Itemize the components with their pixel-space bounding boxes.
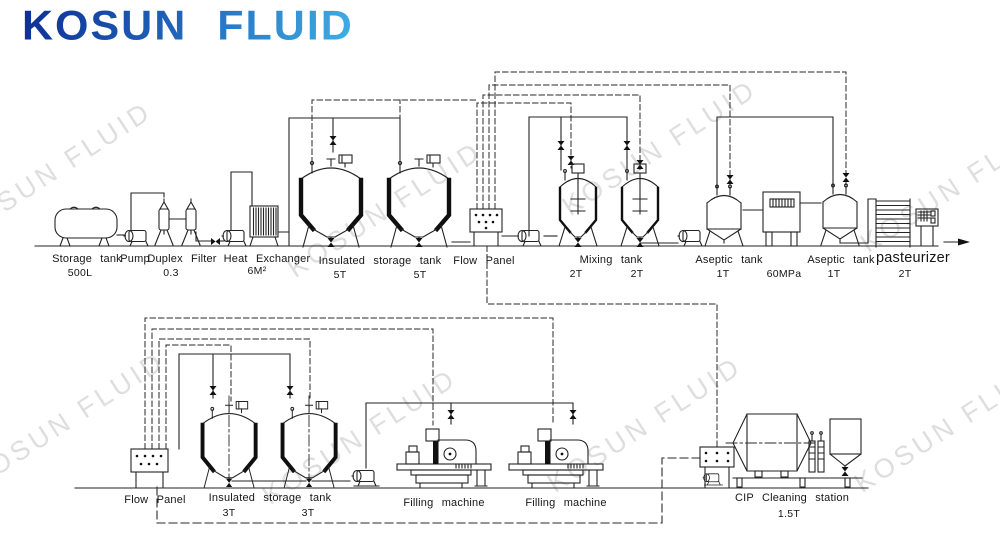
filling-machine-1-label: Filling machine — [403, 497, 485, 509]
product-pipe-bottom-tanks — [178, 353, 295, 450]
duplex-filter-label: Duplex Filter — [147, 253, 217, 265]
flow-panel-top — [469, 208, 503, 247]
mixing-tank-label: Mixing tank — [579, 254, 643, 266]
flow-panel-bottom-label: Flow Panel — [124, 494, 186, 506]
insulated-storage-tank-5t-1 — [301, 155, 361, 247]
pump-3 — [516, 229, 545, 247]
filling-machine-2-label: Filling machine — [525, 497, 607, 509]
storage-tank — [54, 206, 125, 247]
insulated-tank-5t-capacity-1: 5T — [333, 269, 347, 281]
insulated-tank-3t-capacity-1: 3T — [222, 507, 236, 519]
mixing-tank-capacity-1: 2T — [569, 268, 583, 280]
product-pipe-mixing-tanks — [528, 116, 632, 237]
pasteurizer-capacity: 2T — [898, 268, 912, 280]
flow-panel-top-label: Flow Panel — [453, 255, 515, 267]
control-panel — [915, 208, 939, 247]
mixing-tank-capacity-2: 2T — [630, 268, 644, 280]
pump-label: Pump — [120, 253, 150, 265]
pump-1 — [123, 229, 152, 247]
homogenizer-60mpa — [762, 191, 822, 247]
pump-4 — [677, 229, 706, 247]
pump-5 — [351, 469, 380, 487]
heat-exchanger-label: Heat Exchanger — [223, 253, 311, 265]
aseptic-tank-2-capacity: 1T — [827, 268, 841, 280]
aseptic-tank-1t-2 — [820, 183, 860, 246]
kosun-fluid-logo: KOSUN FLUID — [22, 2, 354, 50]
storage-tank-capacity: 500L — [67, 267, 93, 279]
heat-exchanger-capacity: 6M² — [247, 265, 267, 277]
cip-station-label: CIP Cleaning station — [734, 492, 850, 504]
mixing-tank-2t-2 — [621, 164, 659, 247]
pasteurizer-label: pasteurizer — [876, 250, 950, 266]
cip-distribution-lines-bottom — [144, 317, 554, 450]
mixing-tank-2t-1 — [559, 164, 597, 247]
storage-tank-label: Storage tank — [52, 253, 122, 265]
pasteurizer-coil — [839, 198, 911, 248]
aseptic-tank-1t-1 — [704, 184, 744, 247]
filling-machine-1 — [396, 428, 492, 488]
product-pipe-insulated-tanks — [288, 117, 401, 247]
cip-station-capacity: 1.5T — [777, 508, 801, 520]
insulated-tank-3t-label: Insulated storage tank — [208, 492, 332, 504]
duplex-filter — [130, 192, 225, 246]
aseptic-tank-1-label: Aseptic tank — [695, 254, 763, 266]
product-pipe-aseptic-tanks — [716, 116, 834, 188]
aseptic-tank-2-label: Aseptic tank — [807, 254, 875, 266]
tank-centerlines — [228, 395, 310, 479]
insulated-tank-3t-capacity-2: 3T — [301, 507, 315, 519]
insulated-tank-5t-label: Insulated storage tank — [318, 255, 442, 267]
insulated-storage-tank-5t-2 — [389, 155, 449, 247]
flow-panel-bottom — [130, 448, 169, 488]
cip-distribution-lines-top — [476, 71, 851, 210]
cip-return-line — [156, 457, 701, 524]
product-pipe-filling-machines — [365, 402, 578, 469]
homogenizer-capacity: 60MPa — [766, 268, 802, 280]
insulated-tank-5t-capacity-2: 5T — [413, 269, 427, 281]
cip-link-top-to-bottom — [486, 245, 718, 447]
pump-2 — [221, 229, 250, 247]
pump-capacity: 0.3 — [163, 267, 179, 279]
flow-direction-arrow — [943, 238, 970, 246]
heat-exchanger — [230, 171, 289, 247]
cip-pipe-insulated-tanks — [311, 99, 478, 164]
filling-machine-2 — [508, 428, 604, 488]
aseptic-tank-1-capacity: 1T — [716, 268, 730, 280]
cip-cleaning-station — [699, 413, 863, 488]
